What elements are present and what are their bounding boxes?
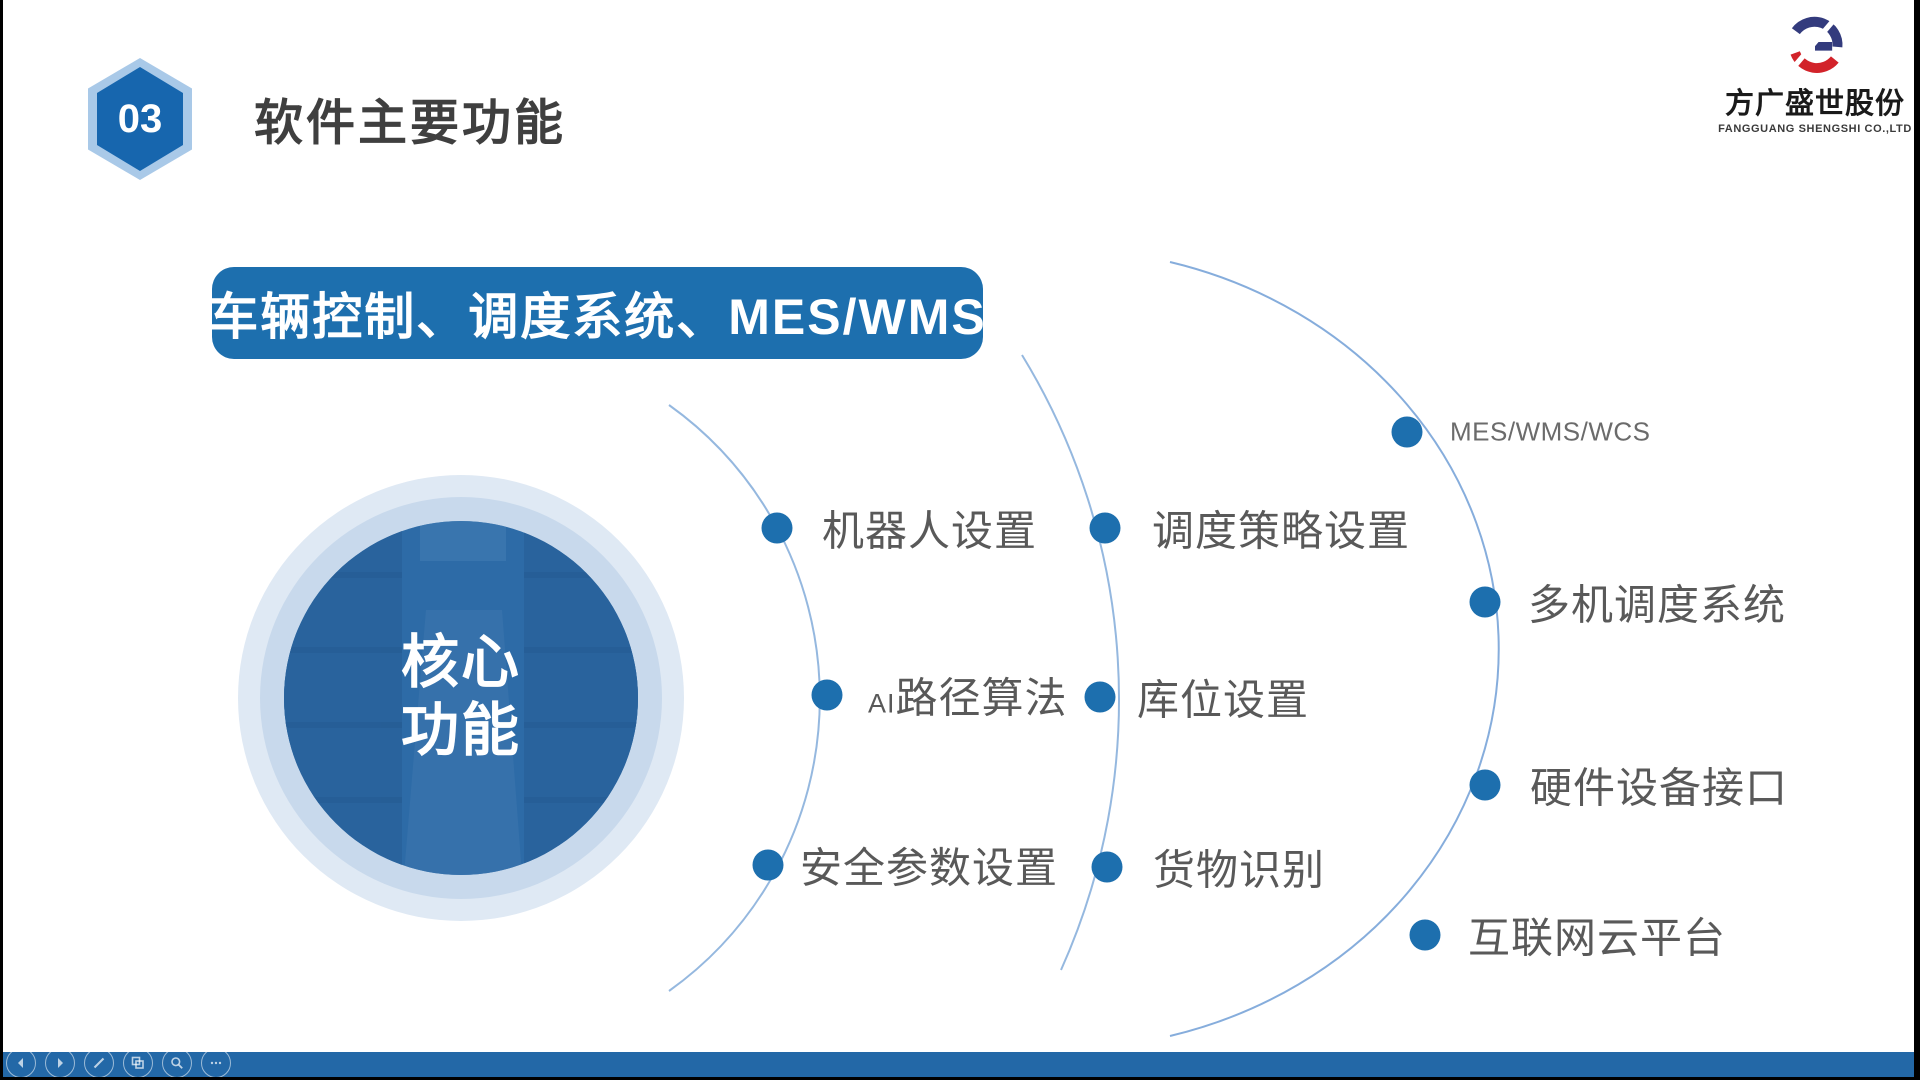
systems-banner-text: 车辆控制、调度系统、MES/WMS bbox=[208, 289, 987, 345]
company-name-cn: 方广盛世股份 bbox=[1724, 88, 1905, 120]
slide-sorter-button[interactable] bbox=[123, 1048, 153, 1078]
ellipsis-icon bbox=[210, 1061, 222, 1065]
zoom-button[interactable] bbox=[162, 1048, 192, 1078]
dot-cargo-identification bbox=[1091, 851, 1123, 883]
label-robot-settings: 机器人设置 bbox=[822, 507, 1038, 555]
label-multi-robot-scheduling: 多机调度系统 bbox=[1528, 581, 1787, 629]
label-ai-prefix: AI bbox=[868, 688, 896, 719]
label-hardware-interface: 硬件设备接口 bbox=[1530, 764, 1789, 812]
left-edge bbox=[0, 0, 3, 1080]
dot-storage-location bbox=[1084, 681, 1116, 713]
company-name-en: FANGGUANG SHENGSHI CO.,LTD bbox=[1718, 123, 1912, 135]
section-number-badge: 03 bbox=[88, 58, 192, 180]
bottom-edge bbox=[0, 1077, 1920, 1080]
label-storage-location: 库位设置 bbox=[1137, 676, 1310, 724]
company-logo: 方广盛世股份 FANGGUANG SHENGSHI CO.,LTD bbox=[1715, 12, 1915, 135]
slide-sorter-icon bbox=[131, 1056, 144, 1069]
outer-arc bbox=[1169, 261, 1500, 1037]
core-circle-title: 核心 功能 bbox=[400, 630, 522, 763]
core-circle-image bbox=[284, 521, 638, 875]
middle-arc bbox=[1021, 354, 1121, 971]
label-safety-parameters: 安全参数设置 bbox=[800, 844, 1059, 892]
right-edge bbox=[1914, 0, 1920, 1080]
dot-mes-wms-wcs bbox=[1391, 416, 1423, 448]
label-mes-wms-wcs: MES/WMS/WCS bbox=[1450, 416, 1651, 447]
page-title: 软件主要功能 bbox=[254, 96, 567, 151]
dot-hardware-interface bbox=[1469, 769, 1501, 801]
presenter-toolbar bbox=[6, 1048, 231, 1078]
company-logo-icon bbox=[1789, 15, 1843, 73]
previous-slide-button[interactable] bbox=[6, 1048, 36, 1078]
label-scheduling-strategy: 调度策略设置 bbox=[1152, 507, 1411, 555]
dot-multi-robot-scheduling bbox=[1469, 586, 1501, 618]
next-arrow-icon bbox=[58, 1058, 63, 1068]
dot-robot-settings bbox=[761, 512, 793, 544]
label-cargo-identification: 货物识别 bbox=[1153, 846, 1326, 894]
systems-banner: 车辆控制、调度系统、MES/WMS bbox=[208, 267, 985, 359]
label-ai-path-algorithm: AI路径算法 bbox=[868, 674, 1068, 722]
dot-scheduling-strategy bbox=[1089, 512, 1121, 544]
bottom-bar bbox=[0, 1052, 1920, 1077]
dot-safety-parameters bbox=[752, 849, 784, 881]
next-slide-button[interactable] bbox=[45, 1048, 75, 1078]
dot-ai-path-algorithm bbox=[811, 679, 843, 711]
label-internet-cloud: 互联网云平台 bbox=[1468, 914, 1727, 962]
section-number: 03 bbox=[117, 96, 163, 141]
more-options-button[interactable] bbox=[201, 1048, 231, 1078]
inner-arc bbox=[668, 404, 821, 992]
previous-arrow-icon bbox=[18, 1058, 23, 1068]
dot-internet-cloud bbox=[1409, 919, 1441, 951]
pen-button[interactable] bbox=[84, 1048, 114, 1078]
pen-icon bbox=[93, 1057, 105, 1069]
magnifier-icon bbox=[171, 1057, 183, 1069]
